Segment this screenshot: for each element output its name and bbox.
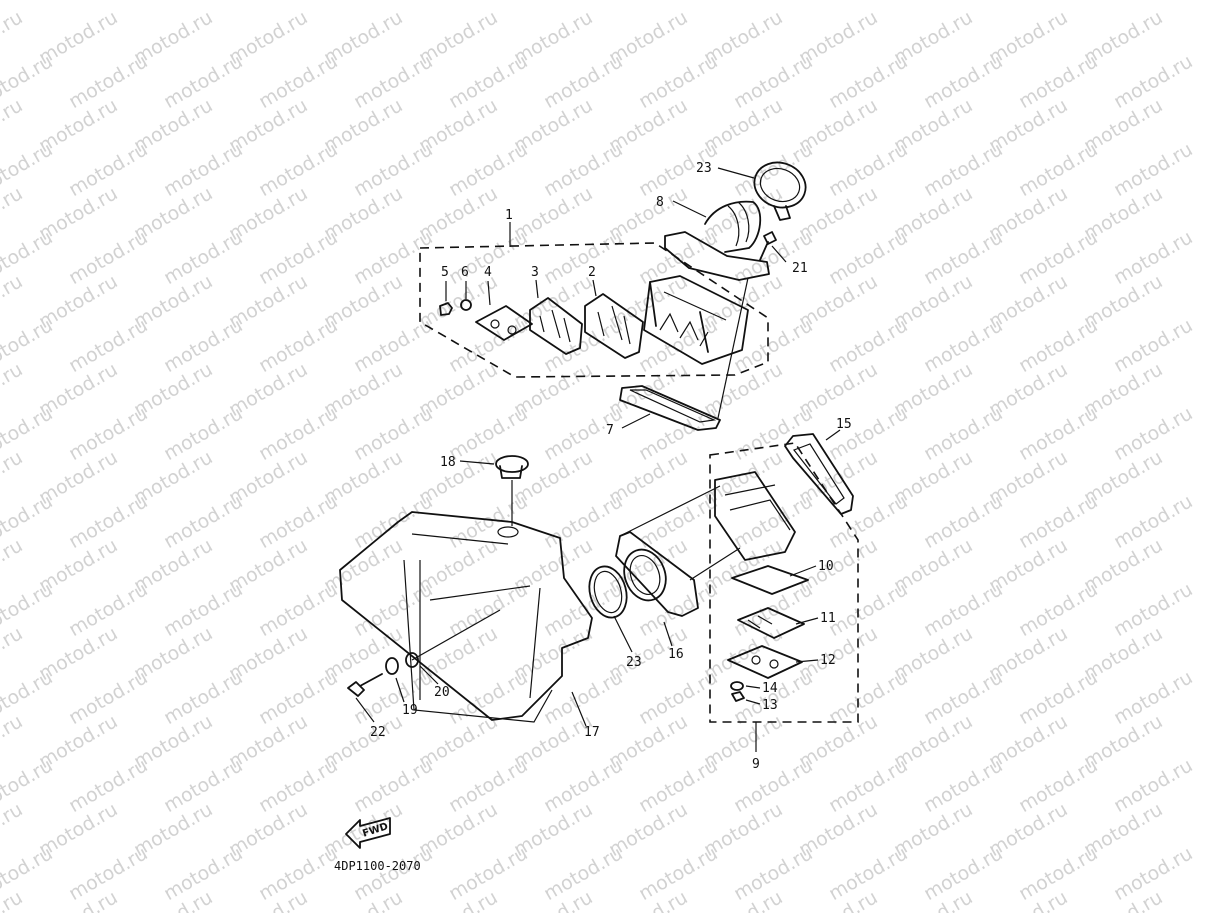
callout-16: 16: [668, 647, 684, 662]
callout-14: 14: [762, 681, 778, 696]
part-22-bolt: [347, 609, 501, 723]
part-12-stopper: [727, 645, 819, 679]
callout-10: 10: [818, 559, 834, 574]
callout-23-upper: 23: [696, 161, 712, 176]
part-20-washer: [405, 652, 439, 685]
drawing-code: 4DP1100-2070: [334, 859, 421, 873]
reed-valve-assembly-group: [419, 161, 807, 431]
callout-11: 11: [820, 611, 836, 626]
part-13-screw: [731, 691, 761, 705]
callout-4: 4: [484, 265, 492, 280]
part-2-reed: [584, 279, 644, 359]
callout-9: 9: [752, 757, 760, 772]
forward-arrow-icon: FWD: [345, 817, 391, 849]
part-15-gasket: [784, 429, 854, 515]
callout-5: 5: [441, 265, 449, 280]
reed-valve-body: [643, 275, 749, 365]
part-23-clamp-upper: [717, 161, 807, 221]
callout-labels: 1 2 3 4 5 6 7 8 9 10 11 12 13 14 15 16 1…: [370, 161, 852, 772]
part-4-stopper: [475, 280, 533, 341]
callout-6: 6: [461, 265, 469, 280]
part-7-gasket: [619, 385, 721, 431]
callout-2: 2: [588, 265, 596, 280]
callout-23-lower: 23: [626, 655, 642, 670]
callout-18: 18: [440, 455, 456, 470]
part-3-reed: [529, 279, 583, 355]
part-10-reed: [731, 565, 817, 595]
reed-valve-assembly-9-group: [709, 442, 859, 752]
part-6-washer: [460, 281, 472, 311]
part-8-intake-manifold: [664, 200, 770, 281]
part-16-intake-joint: [615, 531, 699, 647]
assembly-1-boundary: [419, 242, 769, 378]
callout-19: 19: [402, 703, 418, 718]
part-19-washer: [385, 657, 405, 703]
part-17-air-box: [339, 511, 593, 727]
part-11-reed: [737, 607, 819, 639]
callout-21: 21: [792, 261, 808, 276]
part-18-cap: [459, 455, 529, 526]
callout-3: 3: [531, 265, 539, 280]
callout-13: 13: [762, 698, 778, 713]
callout-7: 7: [606, 423, 614, 438]
callout-20: 20: [434, 685, 450, 700]
callout-1: 1: [505, 208, 513, 223]
callout-12: 12: [820, 653, 836, 668]
part-21-bolt: [759, 231, 787, 263]
callout-17: 17: [584, 725, 600, 740]
assembly-9-boundary: [709, 442, 859, 723]
part-14-washer: [730, 681, 761, 691]
callout-15: 15: [836, 417, 852, 432]
part-23-clamp-lower: [588, 565, 633, 653]
callout-8: 8: [656, 195, 664, 210]
part-5-screw: [439, 281, 453, 316]
callout-22: 22: [370, 725, 386, 740]
